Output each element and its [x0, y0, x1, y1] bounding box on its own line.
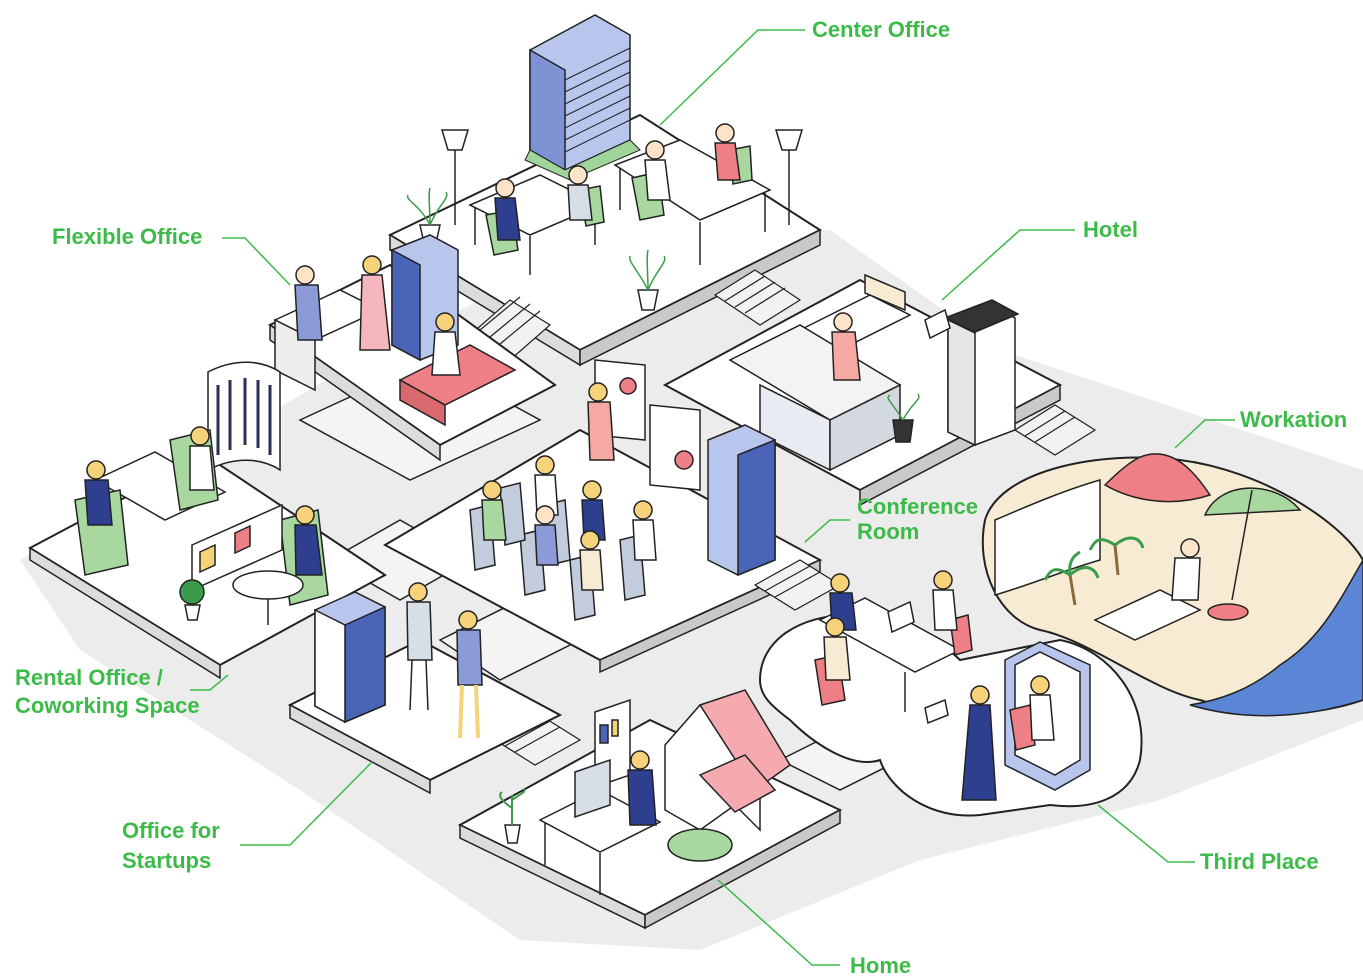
- home-area: [457, 689, 843, 930]
- laptop-icon: [924, 308, 951, 340]
- conference-room-area: [382, 359, 823, 674]
- side-table: [1207, 603, 1249, 621]
- person-icon: [481, 382, 657, 591]
- label-flexible-office: Flexible Office: [52, 224, 203, 249]
- partition-screen: [207, 361, 281, 472]
- label-hotel: Hotel: [1083, 217, 1138, 242]
- person-icon: [84, 426, 323, 576]
- potted-plant-icon: [499, 788, 526, 844]
- person-icon: [1171, 538, 1201, 601]
- label-rental-office: Rental Office / Coworking Space: [15, 664, 200, 720]
- third-place-area: [758, 570, 1143, 817]
- rug: [667, 828, 733, 862]
- floor-lamp-icon: [440, 129, 804, 225]
- label-third-place: Third Place: [1200, 849, 1319, 874]
- office-building-icon: [314, 591, 386, 724]
- laptop-icon: [887, 600, 949, 725]
- label-office-for-startups-line-1: Office for: [122, 818, 220, 843]
- flexible-office-area: [268, 234, 557, 462]
- kitchen-counter: [728, 324, 902, 472]
- person-icon: [406, 582, 483, 739]
- label-rental-office-line-1: Rental Office /: [15, 665, 163, 690]
- rental-office-area: [27, 361, 387, 680]
- office-building-icon: [943, 299, 1020, 447]
- person-icon: [294, 255, 461, 376]
- office-building-icon: [524, 14, 641, 181]
- label-conference-room-line-2: Room: [857, 519, 920, 544]
- person-icon: [494, 123, 741, 241]
- hotel-area: [662, 273, 1063, 507]
- office-building-icon: [994, 479, 1101, 596]
- potted-plant-icon: [179, 579, 205, 621]
- label-home: Home: [850, 953, 912, 978]
- shelf: [191, 503, 283, 592]
- leader-lines: [190, 29, 1235, 966]
- office-building-icon: [707, 424, 776, 577]
- house-icon: [664, 689, 791, 832]
- beach-umbrella-icon: [1203, 487, 1302, 601]
- palm-tree-icon: [1043, 536, 1145, 606]
- person-icon: [627, 750, 657, 826]
- label-center-office: Center Office: [812, 17, 951, 42]
- label-office-for-startups-line-2: Startups: [122, 848, 212, 873]
- person-icon: [831, 312, 861, 381]
- sea: [1189, 558, 1363, 717]
- lounge-chair: [1093, 589, 1202, 641]
- potted-plant-icon: [887, 393, 920, 443]
- label-office-for-startups: Office for Startups: [122, 816, 220, 876]
- startups-area: [287, 582, 563, 795]
- stairs-icon: [493, 404, 1097, 766]
- label-workation: Workation: [1240, 407, 1348, 432]
- person-icon: [823, 570, 1055, 801]
- monitor: [574, 758, 611, 819]
- mountain-icon: [1103, 453, 1212, 503]
- label-conference-room-line-1: Conference: [857, 494, 979, 519]
- label-conference-room: Conference Room: [857, 494, 978, 544]
- label-rental-office-line-2: Coworking Space: [15, 693, 200, 718]
- workation-area: [981, 453, 1363, 717]
- round-table: [232, 570, 304, 625]
